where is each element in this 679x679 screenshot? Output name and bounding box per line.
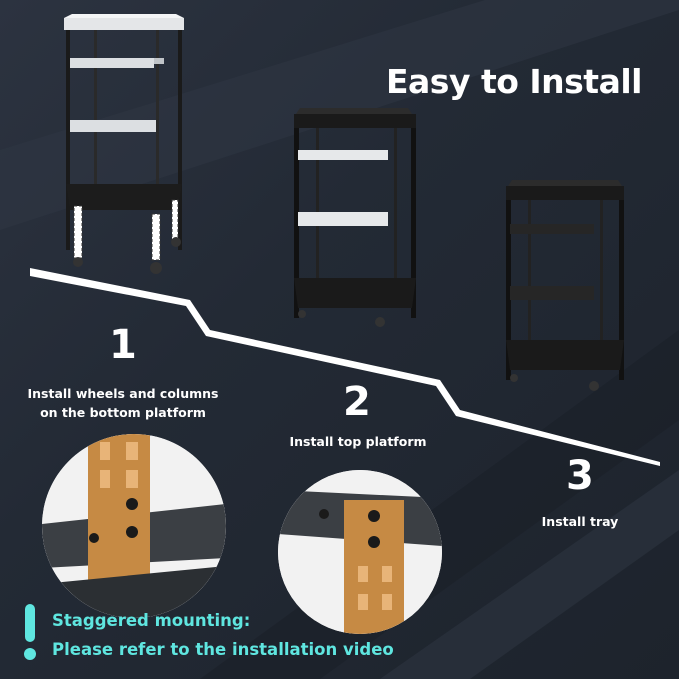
step-3-caption: Install tray	[541, 514, 619, 529]
bottom-bracket-detail-image	[42, 434, 226, 618]
top-bracket-detail-image	[278, 470, 442, 634]
rack-step-1-image	[64, 14, 184, 274]
step-1-number: 1	[109, 322, 137, 368]
rack-step-2-image	[294, 108, 416, 327]
rack-step-3-image	[506, 180, 624, 391]
step-3-number: 3	[566, 453, 594, 499]
detail-circle-top-bracket	[278, 470, 442, 634]
staggered-mounting-note: Staggered mounting:	[52, 611, 251, 630]
step-2-caption: Install top platform	[289, 434, 427, 449]
page-title: Easy to Install	[386, 62, 642, 102]
step-1-caption-line2: on the bottom platform	[40, 405, 206, 420]
step-2-number: 2	[343, 379, 371, 425]
step-1-caption: Install wheels and columns on the bottom…	[18, 384, 228, 422]
installation-video-note: Please refer to the installation video	[52, 640, 394, 659]
step-path	[30, 268, 660, 466]
exclamation-icon	[24, 604, 36, 660]
step-1-caption-line1: Install wheels and columns	[27, 386, 219, 401]
detail-circle-bottom-bracket	[42, 434, 226, 618]
